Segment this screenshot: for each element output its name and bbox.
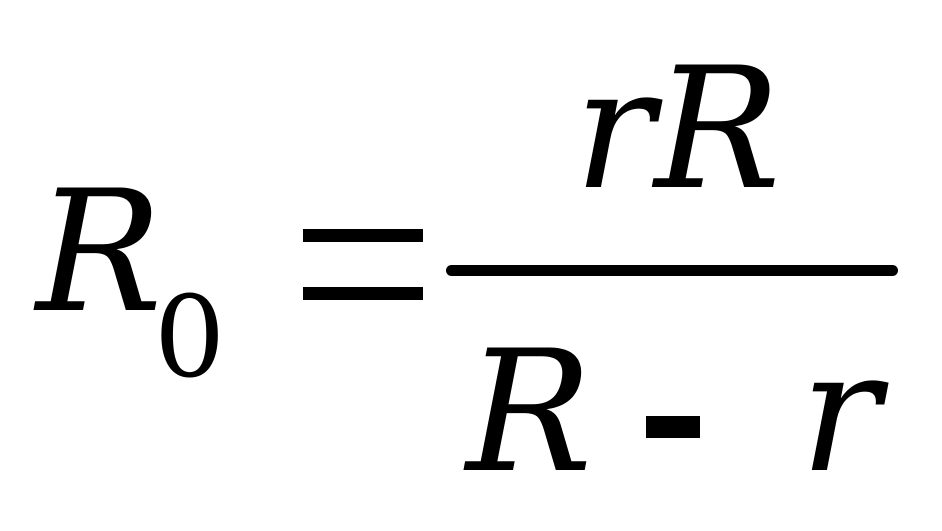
minus-sign [646, 416, 700, 438]
fraction-bar [446, 265, 898, 276]
lhs-variable: R [36, 154, 163, 350]
equals-bar-top [303, 229, 423, 242]
fraction-numerator: rR [574, 31, 781, 227]
equals-bar-bottom [303, 287, 423, 300]
lhs-subscript: 0 [154, 273, 226, 403]
denominator-left-term: R [466, 314, 593, 510]
denominator-right-term: r [800, 314, 881, 510]
